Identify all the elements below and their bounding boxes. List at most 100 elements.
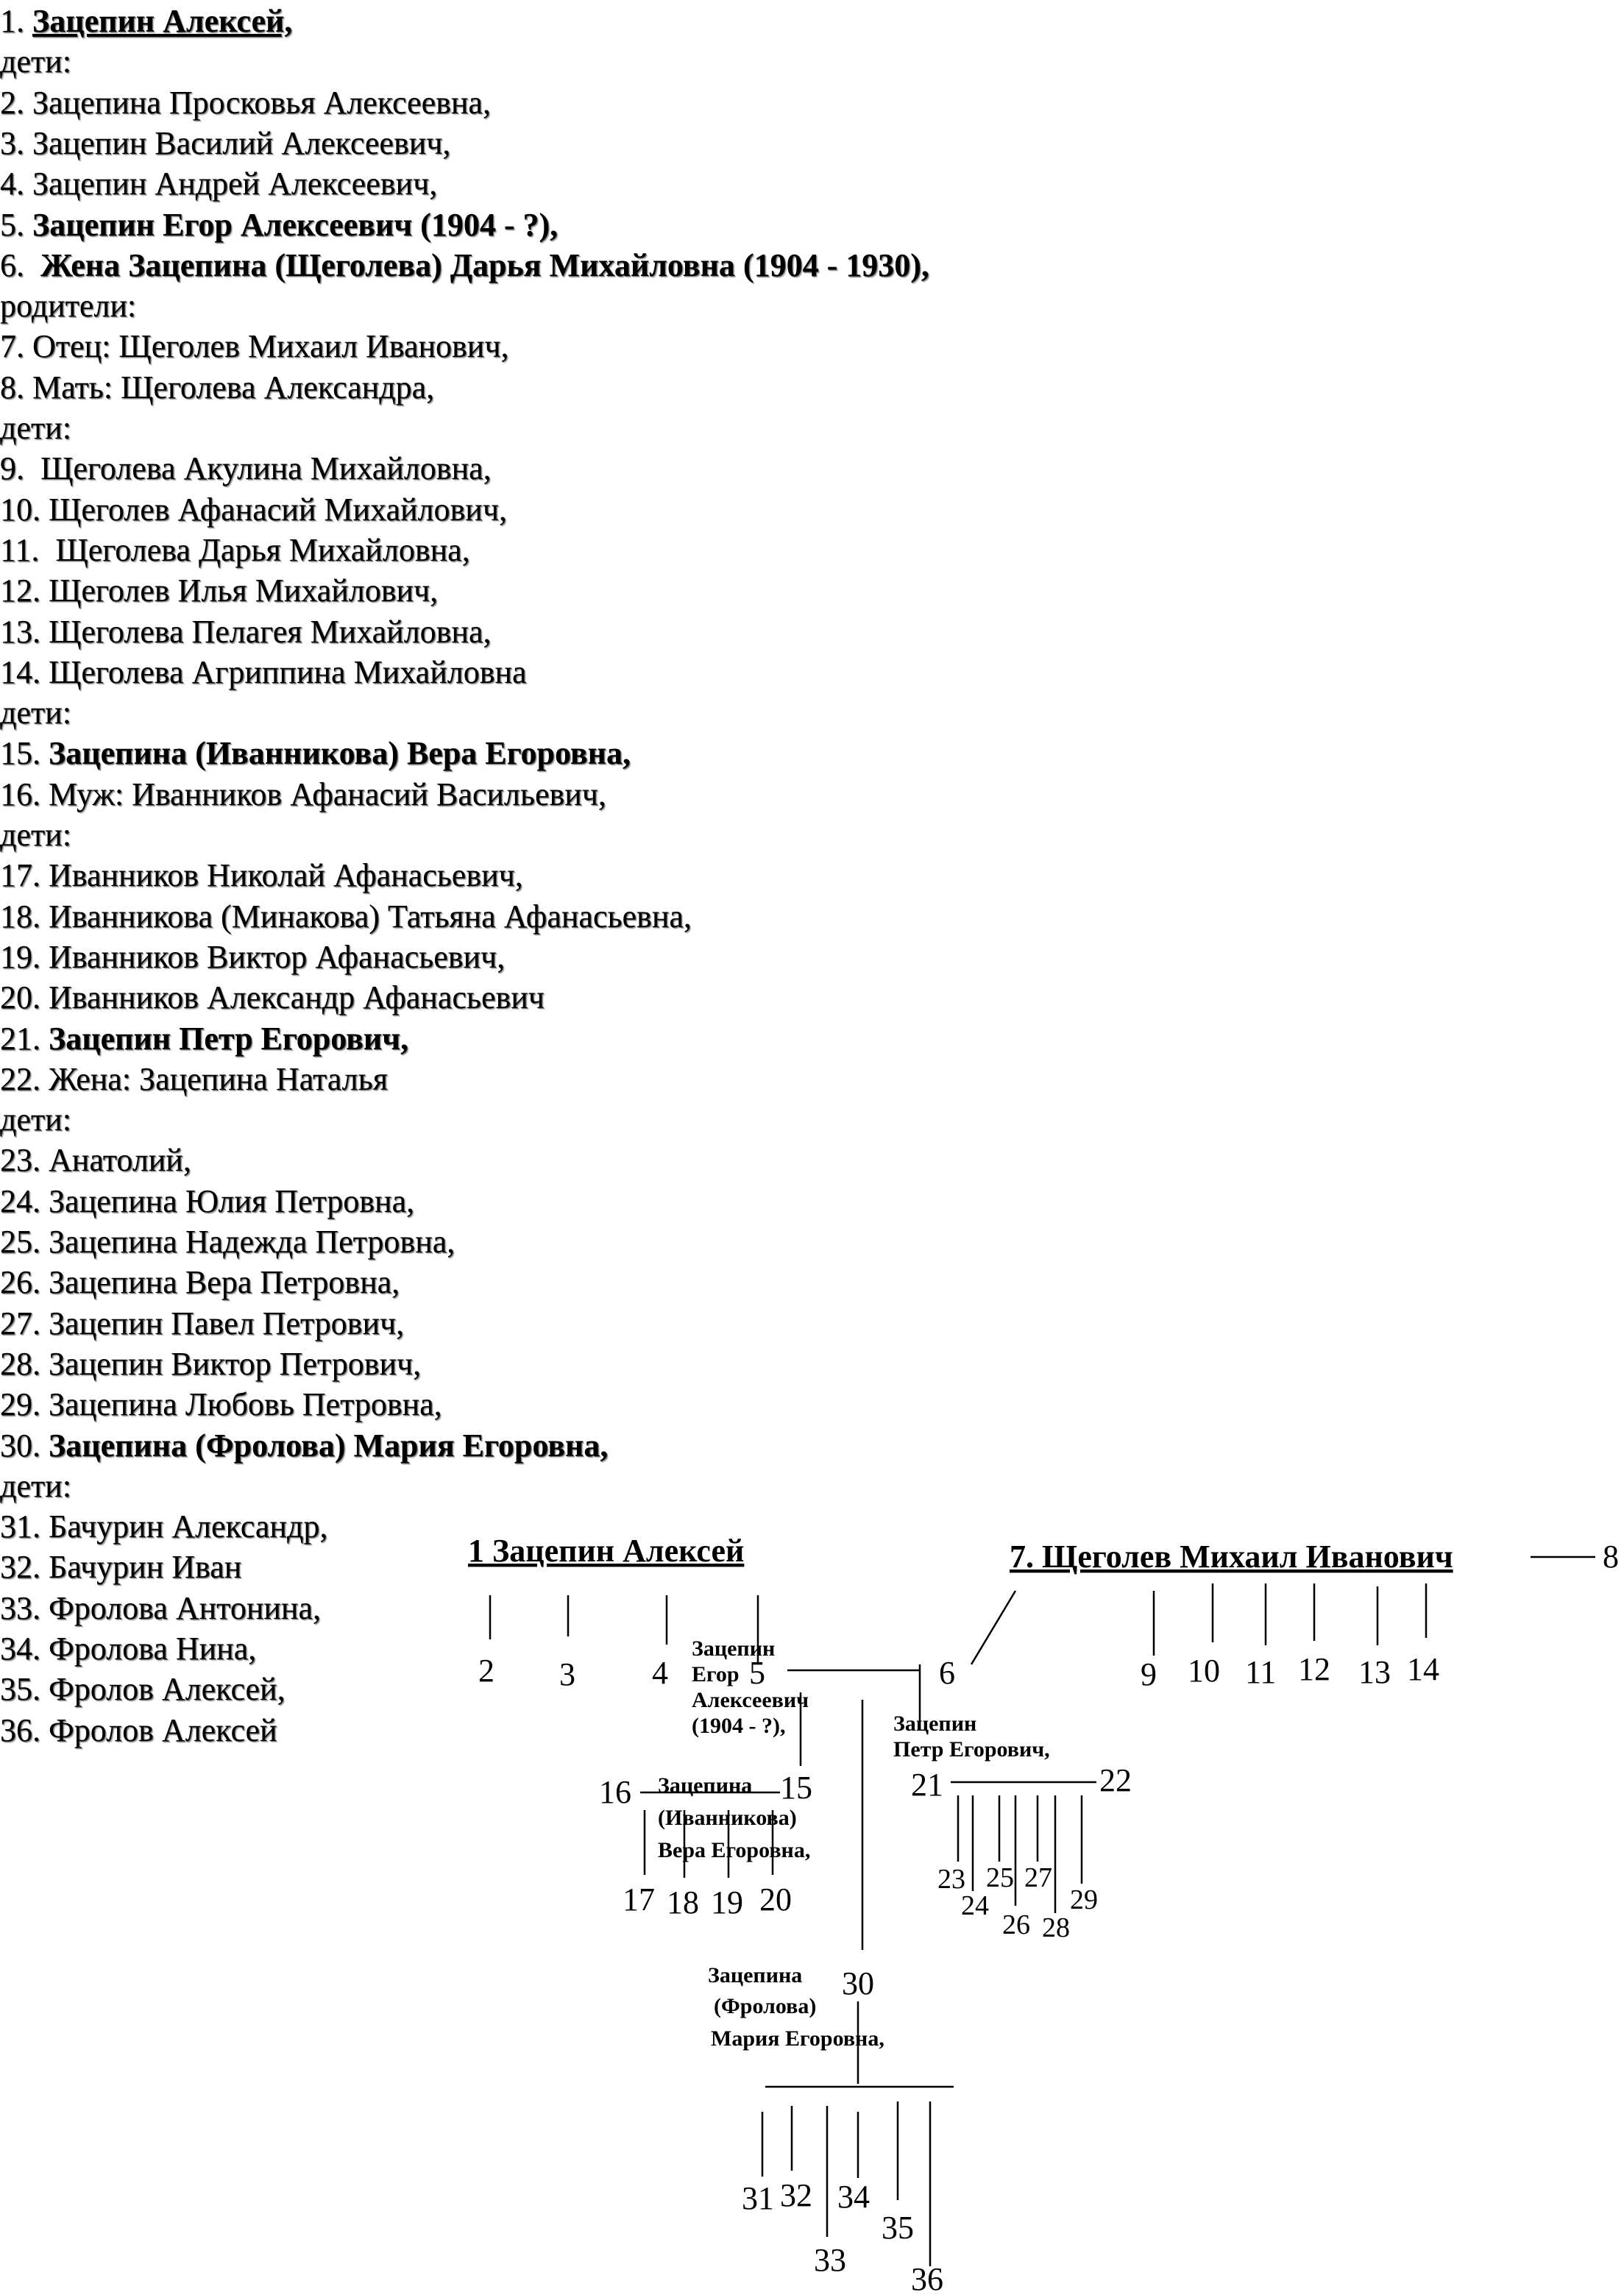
list-item: 32. Бачурин Иван <box>0 1547 241 1587</box>
list-item-text: Зацепин Егор Алексеевич (1904 - ?), <box>32 206 559 243</box>
list-item-number: 26. <box>0 1264 40 1301</box>
list-item-text: Жена Зацепина (Щеголева) Дарья Михайловн… <box>32 246 929 283</box>
list-item-text: Щеголева Акулина Михайловна, <box>32 450 492 487</box>
list-item: 13. Щеголева Пелагея Михайловна, <box>0 612 492 652</box>
list-item-number: 34. <box>0 1631 40 1667</box>
list-item-number: 13. <box>0 613 40 650</box>
list-item-text: дети: <box>0 695 71 731</box>
node-3: 3 <box>559 1656 575 1692</box>
list-item-number: 25. <box>0 1224 40 1260</box>
list-item-number: 1. <box>0 3 24 39</box>
list-item-number: 11. <box>0 531 40 568</box>
list-item-text: Зацепин Павел Петрович, <box>49 1305 405 1341</box>
node-26: 26 <box>1002 1909 1030 1940</box>
list-item-number: 7. <box>0 328 24 365</box>
list-item-number: 8. <box>0 369 24 405</box>
list-item: 27. Зацепин Павел Петрович, <box>0 1304 404 1344</box>
list-item-text: Щеголева Дарья Михайловна, <box>47 531 470 568</box>
list-item: дети: <box>0 815 71 855</box>
list-item-text: Иванникова (Минакова) Татьяна Афанасьевн… <box>49 898 692 934</box>
list-item-text: Жена: Зацепина Наталья <box>49 1060 388 1097</box>
list-item-text: Отец: Щеголев Михаил Иванович, <box>32 328 509 365</box>
list-item: дети: <box>0 1466 71 1506</box>
node-6: 6 <box>939 1655 955 1691</box>
list-item: родители: <box>0 286 136 326</box>
list-item-text: Зацепина Любовь Петровна, <box>49 1386 442 1423</box>
list-item-number: 16. <box>0 776 40 812</box>
list-item-number: 29. <box>0 1386 40 1423</box>
node-31: 31 <box>742 2180 774 2216</box>
list-item-number: 18. <box>0 898 40 934</box>
list-item-number: 5. <box>0 206 24 243</box>
list-item-text: Щеголев Илья Михайлович, <box>49 572 439 609</box>
egor-label-line4: (1904 - ?), <box>692 1714 785 1738</box>
vera-label-line1: Зацепина <box>658 1773 752 1798</box>
list-item-text: родители: <box>0 288 137 324</box>
list-item-text: Зацепина Вера Петровна, <box>49 1264 400 1301</box>
list-item-number: 21. <box>0 1020 40 1057</box>
list-item-number: 32. <box>0 1549 40 1586</box>
node-14: 14 <box>1407 1651 1439 1687</box>
node-35: 35 <box>882 2210 914 2246</box>
list-item: 3. Зацепин Василий Алексеевич, <box>0 124 450 163</box>
list-item-text: Иванников Виктор Афанасьевич, <box>49 938 506 975</box>
list-item: 21. Зацепин Петр Егорович, <box>0 1019 408 1059</box>
node-15: 15 <box>780 1770 812 1806</box>
list-item-text: дети: <box>0 1102 71 1138</box>
node-5: 5 <box>749 1655 765 1691</box>
list-item: 24. Зацепина Юлия Петровна, <box>0 1182 414 1221</box>
list-item: 4. Зацепин Андрей Алексеевич, <box>0 164 437 204</box>
list-item-number: 24. <box>0 1182 40 1219</box>
list-item: 34. Фролова Нина, <box>0 1629 256 1669</box>
node-34: 34 <box>837 2179 870 2215</box>
node-8: 8 <box>1603 1539 1619 1575</box>
list-item-text: Фролов Алексей, <box>49 1671 286 1708</box>
list-item-number: 20. <box>0 979 40 1016</box>
list-item-text: Фролова Антонина, <box>49 1589 322 1626</box>
list-item-text: Фролов Алексей <box>49 1712 277 1748</box>
list-item: дети: <box>0 42 71 82</box>
list-item-number: 9. <box>0 450 24 487</box>
list-item-text: Фролова Нина, <box>49 1631 257 1667</box>
list-item-number: 28. <box>0 1345 40 1382</box>
list-item: 2. Зацепина Просковья Алексеевна, <box>0 83 491 123</box>
list-item-text: дети: <box>0 817 71 853</box>
node-23: 23 <box>937 1864 965 1895</box>
petr-label-line1: Зацепин <box>893 1712 976 1736</box>
list-item: 36. Фролов Алексей <box>0 1711 277 1750</box>
list-item-number: 36. <box>0 1712 40 1748</box>
list-item-number: 27. <box>0 1305 40 1341</box>
node-20: 20 <box>759 1881 792 1918</box>
list-item: 16. Муж: Иванников Афанасий Васильевич, <box>0 775 606 815</box>
list-item: 31. Бачурин Александр, <box>0 1507 327 1547</box>
list-item-text: Мать: Щеголева Александра, <box>32 369 435 405</box>
list-item: 1. Зацепин Алексей, <box>0 1 292 41</box>
list-item: 29. Зацепина Любовь Петровна, <box>0 1385 442 1425</box>
list-item-number: 22. <box>0 1060 40 1097</box>
list-item-text: Щеголева Агриппина Михайловна <box>49 653 527 690</box>
node-28: 28 <box>1042 1912 1070 1943</box>
node-19: 19 <box>711 1884 743 1920</box>
node-4: 4 <box>652 1655 668 1691</box>
list-item-number: 10. <box>0 491 40 528</box>
list-item-text: Бачурин Иван <box>49 1549 242 1586</box>
list-item: 18. Иванникова (Минакова) Татьяна Афанас… <box>0 897 692 937</box>
list-item-text: Зацепина Юлия Петровна, <box>49 1182 415 1219</box>
list-item: 12. Щеголев Илья Михайлович, <box>0 571 438 611</box>
list-item-text: Щеголева Пелагея Михайловна, <box>49 613 492 650</box>
node-30: 30 <box>842 1965 874 2001</box>
node-22: 22 <box>1099 1762 1132 1798</box>
node-12: 12 <box>1298 1651 1330 1687</box>
list-item: 10. Щеголев Афанасий Михайлович, <box>0 490 507 530</box>
node-13: 13 <box>1358 1654 1391 1690</box>
list-item-number: 19. <box>0 938 40 975</box>
list-item-number: 15. <box>0 735 40 772</box>
node-10: 10 <box>1188 1653 1220 1689</box>
list-item: 11. Щеголева Дарья Михайловна, <box>0 531 470 570</box>
list-item: 19. Иванников Виктор Афанасьевич, <box>0 937 505 977</box>
list-item: 26. Зацепина Вера Петровна, <box>0 1263 400 1302</box>
list-item-number: 14. <box>0 653 40 690</box>
node-18: 18 <box>667 1884 699 1920</box>
list-item-text: дети: <box>0 410 71 446</box>
list-item: 25. Зацепина Надежда Петровна, <box>0 1222 455 1262</box>
